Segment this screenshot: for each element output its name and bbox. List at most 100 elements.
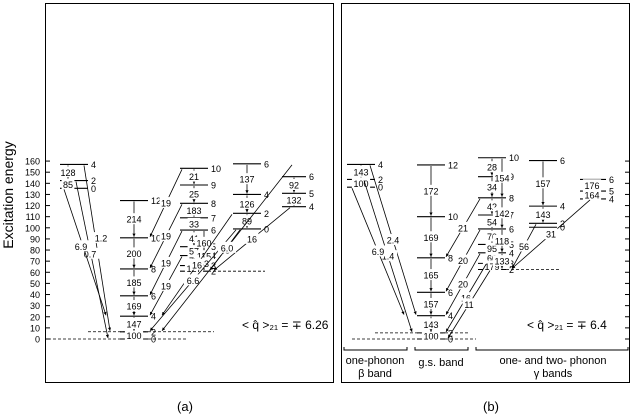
transition-strength-label: 34 [487, 183, 497, 193]
transition-label-background [159, 197, 173, 209]
transition-label-background [197, 257, 211, 269]
energy-level-spin-label: 5 [211, 242, 216, 252]
energy-level-spin-label: 8 [448, 253, 453, 263]
transition-strength-label: 33 [189, 219, 199, 229]
transition-strength-label: 132 [286, 196, 301, 206]
transition-strength-label: 100 [423, 331, 438, 341]
transition-strength-label: 92 [289, 180, 299, 190]
transition-strength-label: 31 [546, 230, 556, 240]
transition-label-background [492, 207, 512, 219]
transition-strength-label: 200 [126, 249, 141, 259]
transition-label-background [159, 256, 173, 268]
transition-strength-label: 16 [247, 234, 257, 244]
transition-strength-label: 41 [189, 234, 199, 244]
transition-strength-label: 143 [423, 320, 438, 330]
energy-level-spin-label: 0 [91, 184, 96, 194]
transition-strength-label: 1.4 [382, 252, 395, 262]
energy-level-spin-label: 6 [448, 288, 453, 298]
energy-level-spin-label: 4 [309, 202, 314, 212]
band-label-one-phonon: one-phonon [346, 355, 405, 367]
transition-strength-label: 100 [126, 331, 141, 341]
panel-b-quadrupole-formula: < q̂ >₂₁ = ∓ 6.4 [527, 318, 607, 332]
energy-level-spin-label: 2 [509, 265, 514, 275]
transition-label-background [492, 255, 512, 267]
transition-arrow [75, 181, 109, 339]
transition-label-background [124, 317, 144, 329]
energy-level-spin-label: 4 [560, 202, 565, 212]
energy-level-spin-label: 2 [91, 176, 96, 186]
transition-strength-label: 25 [189, 190, 199, 200]
transition-strength-label: 2.4 [387, 236, 400, 246]
y-axis-tick-label: 90 [30, 234, 40, 244]
y-axis-tick-label: 120 [25, 201, 40, 211]
transition-label-background [61, 178, 75, 190]
energy-level-spin-label: 6 [560, 156, 565, 166]
energy-level-spin-label: 8 [509, 193, 514, 203]
transition-label-background [287, 178, 301, 190]
panel-b-level-scheme: 0246810120242345678910024645610014315716… [347, 153, 614, 345]
transition-strength-label: 118 [495, 236, 509, 246]
transition-strength-label: 70 [487, 232, 497, 242]
transition-label-background [485, 252, 499, 264]
energy-level-spin-label: 4 [378, 160, 383, 170]
transition-strength-label: 57 [189, 247, 199, 257]
transition-label-background [485, 200, 499, 212]
transition-label-background [124, 247, 144, 259]
y-axis-label: Excitation energy [0, 141, 16, 248]
transition-strength-label: 19 [161, 281, 171, 291]
transition-label-background [190, 258, 204, 270]
transition-strength-label: 165 [423, 271, 438, 281]
transition-strength-label: 164 [584, 190, 599, 200]
transition-strength-label: 6.6 [187, 276, 200, 286]
transition-strength-label: 54 [487, 217, 497, 227]
transition-strength-label: 172 [423, 186, 438, 196]
y-axis-tick-label: 60 [30, 268, 40, 278]
transition-strength-label: 179 [484, 262, 499, 272]
y-axis-tick-label: 20 [30, 312, 40, 322]
energy-level-spin-label: 5 [509, 240, 514, 250]
transition-label-background [582, 188, 602, 200]
transition-label-background [421, 329, 441, 341]
energy-level-spin-label: 2 [211, 267, 216, 277]
transition-label-background [187, 245, 201, 257]
panel-b-band-labels: one-phonon β band g.s. band one- and two… [343, 347, 629, 380]
panel-b-frame [341, 3, 630, 383]
transition-strength-label: 126 [239, 199, 254, 209]
y-axis-tick-label: 160 [25, 157, 40, 167]
transition-strength-label: 21 [189, 172, 199, 182]
energy-level-spin-label: 2 [378, 175, 383, 185]
y-axis-tick-label: 140 [25, 179, 40, 189]
transition-strength-label: 183 [186, 206, 201, 216]
energy-level-spin-label: 4 [448, 311, 453, 321]
energy-level-spin-label: 3 [509, 259, 514, 269]
transition-arrow [63, 189, 107, 316]
transition-strength-label: 42 [487, 202, 497, 212]
band-label-one-two-phonon: one- and two- phonon [499, 355, 606, 367]
transition-strength-label: 169 [423, 233, 438, 243]
transition-strength-label: 185 [126, 278, 141, 288]
panel-a-level-scheme: 0246810120242345678910024645610014716918… [48, 159, 314, 345]
energy-level-spin-label: 6 [264, 159, 269, 169]
transition-label-background [383, 234, 403, 246]
transition-strength-label: 143 [353, 167, 368, 177]
transition-strength-label: 20 [458, 280, 468, 290]
transition-label-background [187, 170, 201, 182]
transition-label-background [124, 300, 144, 312]
transition-strength-label: 85 [63, 180, 73, 190]
transition-label-background [187, 217, 201, 229]
transition-strength-label: 28 [487, 163, 497, 173]
transition-strength-label: 6.0 [221, 243, 234, 253]
energy-level-spin-label: 0 [560, 223, 565, 233]
energy-level-spin-label: 8 [151, 264, 156, 274]
transition-label-background [58, 166, 78, 178]
transition-label-background [456, 221, 470, 233]
y-axis-tick-label: 150 [25, 168, 40, 178]
transition-label-background [517, 240, 531, 252]
energy-level-spin-label: 9 [211, 180, 216, 190]
transition-strength-label: 89 [242, 217, 252, 227]
energy-level-spin-label: 10 [448, 212, 458, 222]
panel-a-caption: (a) [177, 399, 193, 414]
transition-strength-label: 56 [519, 242, 529, 252]
energy-level-spin-label: 10 [509, 153, 519, 163]
transition-label-background [187, 188, 201, 200]
